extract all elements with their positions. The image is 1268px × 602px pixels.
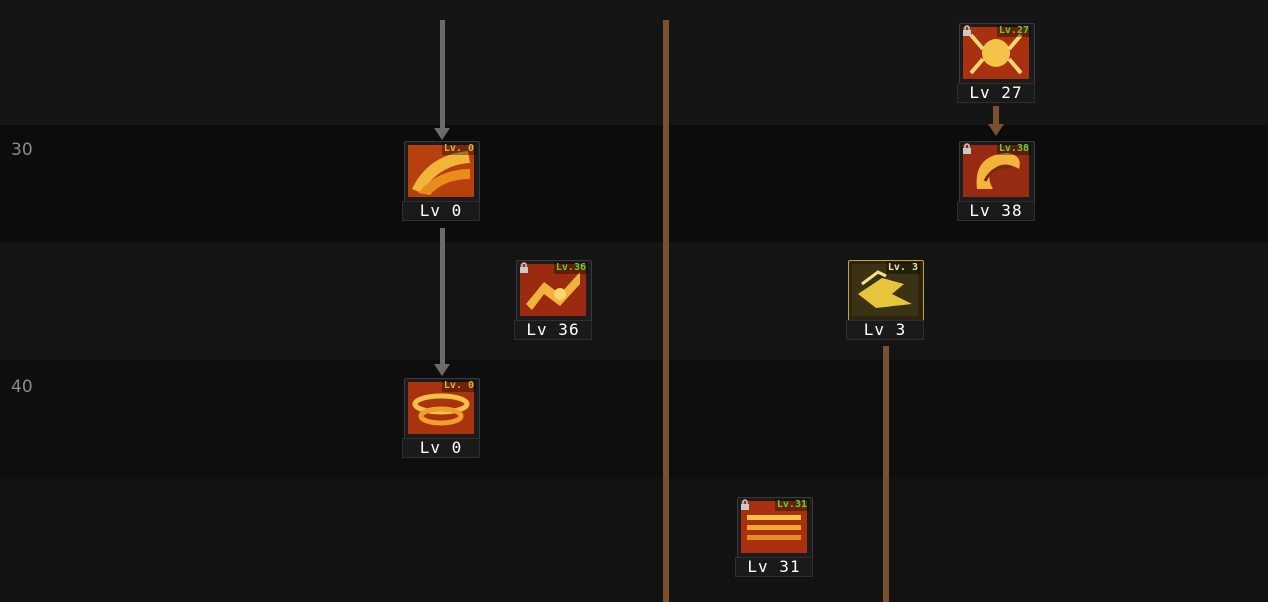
skill-icon xyxy=(963,27,1029,79)
skill-node[interactable]: Lv.27 ! D Lv 27 xyxy=(957,23,1035,103)
skill-icon xyxy=(963,145,1029,197)
skill-level-tag: Lv.38 xyxy=(996,143,1031,155)
skill-node[interactable]: Lv.36 ! W Lv 36 xyxy=(514,260,592,340)
skill-level-tag: Lv.31 xyxy=(774,499,809,511)
skill-node[interactable]: Lv.31 ! E Lv 31 xyxy=(735,497,813,577)
row-band xyxy=(0,478,1268,602)
connector-arrow xyxy=(988,124,1004,136)
connector-line xyxy=(440,228,445,366)
skill-icon xyxy=(520,264,586,316)
skill-level-label: Lv 0 xyxy=(402,438,480,458)
skill-level-tag: Lv. 0 xyxy=(441,143,476,155)
row-band xyxy=(0,125,1268,242)
connector-line xyxy=(883,346,889,602)
skill-level-label: Lv 31 xyxy=(735,557,813,577)
lock-icon xyxy=(741,499,749,510)
skill-level-label: Lv 38 xyxy=(957,201,1035,221)
skill-node[interactable]: Lv. 0 ! Lv 0 xyxy=(402,378,480,458)
row-band xyxy=(0,360,1268,478)
skill-level-tag: Lv. 0 xyxy=(441,380,476,392)
skill-icon xyxy=(741,501,807,553)
skill-node[interactable]: Lv.38 ! F Lv 38 xyxy=(957,141,1035,221)
skill-level-tag: Lv.36 xyxy=(553,262,588,274)
row-band xyxy=(0,0,1268,125)
lock-icon xyxy=(963,143,971,154)
connector-arrow xyxy=(434,128,450,140)
skill-level-tag: Lv.27 xyxy=(996,25,1031,37)
skill-icon xyxy=(852,264,918,316)
skill-node[interactable]: Lv. 0 ! Lv 0 xyxy=(402,141,480,221)
row-band xyxy=(0,242,1268,360)
connector-line xyxy=(663,20,669,602)
skill-level-label: Lv 36 xyxy=(514,320,592,340)
skill-level-label: Lv 27 xyxy=(957,83,1035,103)
level-row-label-40: 40 xyxy=(11,377,33,397)
skill-level-tag: Lv. 3 xyxy=(885,262,920,274)
skill-icon xyxy=(408,145,474,197)
connector-line xyxy=(440,20,445,130)
connector-line xyxy=(993,106,999,126)
lock-icon xyxy=(520,262,528,273)
level-row-label-30: 30 xyxy=(11,140,33,160)
skill-node[interactable]: Lv. 3 Lv 3 xyxy=(846,260,924,340)
skill-icon xyxy=(408,382,474,434)
lock-icon xyxy=(963,25,971,36)
skill-level-label: Lv 0 xyxy=(402,201,480,221)
skill-level-label: Lv 3 xyxy=(846,320,924,340)
connector-arrow xyxy=(434,364,450,376)
